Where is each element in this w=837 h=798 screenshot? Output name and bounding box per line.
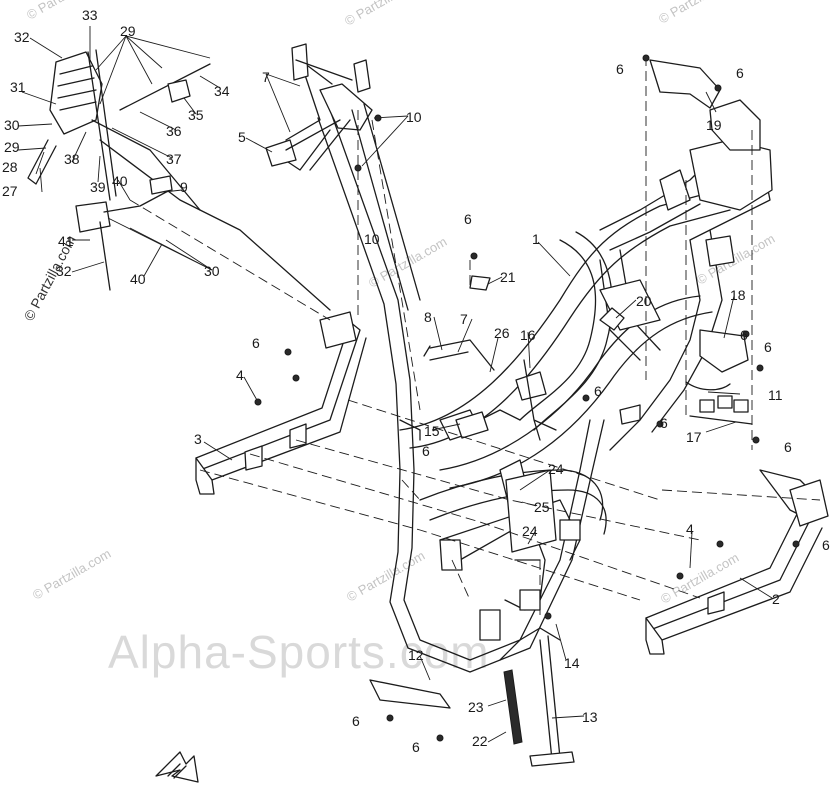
callout-20: 20 (636, 293, 652, 309)
callout-37: 37 (166, 151, 182, 167)
callout-30: 30 (204, 263, 220, 279)
callout-25: 25 (534, 499, 550, 515)
bracket-16 (523, 359, 557, 441)
callout-6: 6 (660, 415, 668, 431)
side-stand-bracket (369, 679, 451, 709)
callout-1: 1 (532, 231, 540, 247)
callout-24: 24 (548, 461, 564, 477)
callout-32: 32 (14, 29, 30, 45)
callout-18: 18 (730, 287, 746, 303)
callout-10: 10 (406, 109, 422, 125)
watermark-partzilla: © Partzilla.com (344, 548, 427, 605)
callout-28: 28 (2, 159, 18, 175)
callout-11: 11 (768, 387, 783, 403)
rear-crossmember (645, 479, 829, 655)
callouts: 1 2 3 4 4 5 6 6 6 6 6 6 6 6 6 6 6 6 6 7 … (2, 7, 830, 755)
steering-bracket (265, 43, 371, 171)
callout-38: 38 (64, 151, 80, 167)
callout-33: 33 (82, 7, 98, 23)
callout-32: 32 (56, 263, 72, 279)
callout-9: 9 (180, 179, 188, 195)
callout-6: 6 (822, 537, 830, 553)
callout-7: 7 (460, 311, 468, 327)
callout-27: 27 (2, 183, 18, 199)
callout-2: 2 (772, 591, 780, 607)
callout-16: 16 (520, 327, 536, 343)
callout-6: 6 (464, 211, 472, 227)
reference-lines (129, 56, 821, 620)
center-stand (499, 627, 575, 767)
callout-21: 21 (500, 269, 516, 285)
watermark-alpha-sports: Alpha-Sports.com (108, 626, 490, 678)
callout-34: 34 (214, 83, 230, 99)
callout-29: 29 (4, 139, 20, 155)
bolt-markers (254, 54, 800, 742)
callout-13: 13 (582, 709, 598, 725)
callout-6: 6 (784, 439, 792, 455)
lock-assembly (27, 49, 331, 311)
callout-15: 15 (424, 423, 440, 439)
front-direction-arrow-icon (155, 751, 199, 783)
bracket-8 (423, 339, 495, 371)
callout-36: 36 (166, 123, 182, 139)
callout-6: 6 (252, 335, 260, 351)
bracket-15 (455, 411, 489, 439)
callout-7: 7 (262, 69, 270, 85)
callout-23: 23 (468, 699, 484, 715)
leader-lines (17, 26, 773, 743)
bracket-21 (469, 275, 491, 291)
callout-6: 6 (616, 61, 624, 77)
callout-6: 6 (412, 739, 420, 755)
callout-30: 30 (4, 117, 20, 133)
callout-19: 19 (706, 117, 722, 133)
callout-6: 6 (422, 443, 430, 459)
callout-35: 35 (188, 107, 204, 123)
callout-24: 24 (522, 523, 538, 539)
callout-6: 6 (736, 65, 744, 81)
callout-22: 22 (472, 733, 488, 749)
callout-40: 40 (130, 271, 146, 287)
callout-12: 12 (408, 647, 424, 663)
callout-41: 41 (58, 233, 74, 249)
callout-4: 4 (686, 521, 694, 537)
callout-6: 6 (740, 327, 748, 343)
callout-29: 29 (120, 23, 136, 39)
callout-8: 8 (424, 309, 432, 325)
callout-3: 3 (194, 431, 202, 447)
callout-6: 6 (594, 383, 602, 399)
rear-bracket (649, 59, 721, 109)
watermark-partzilla: © Partzilla.com (30, 546, 113, 603)
rubber-mount-set (685, 381, 753, 425)
callout-14: 14 (564, 655, 580, 671)
callout-5: 5 (238, 129, 246, 145)
callout-31: 31 (10, 79, 26, 95)
callout-4: 4 (236, 367, 244, 383)
callout-17: 17 (686, 429, 702, 445)
callout-6: 6 (352, 713, 360, 729)
watermark-partzilla: © Partzilla.com (342, 0, 425, 29)
callout-6: 6 (764, 339, 772, 355)
main-frame (269, 59, 821, 673)
watermark-partzilla: © Partzilla.com (656, 0, 739, 27)
front-crossmember (195, 311, 367, 495)
callout-39: 39 (90, 179, 106, 195)
callout-40: 40 (112, 173, 128, 189)
callout-10: 10 (364, 231, 380, 247)
callout-26: 26 (494, 325, 510, 341)
